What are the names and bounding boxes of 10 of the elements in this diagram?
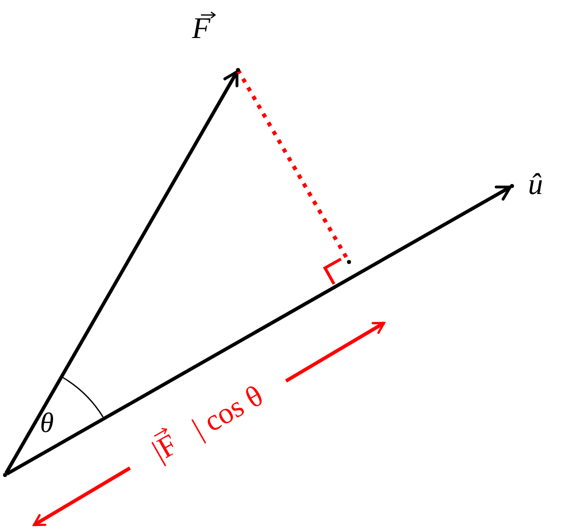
vector-point — [347, 260, 351, 264]
angle-label: θ — [40, 410, 54, 438]
vector-point — [3, 473, 7, 477]
vector-point — [510, 184, 514, 188]
vector-arrow — [4, 70, 239, 474]
projection-label: |F⃗| cos θ — [148, 380, 268, 468]
vector-point — [236, 68, 240, 72]
vector-arrow — [6, 185, 512, 476]
vector-label: û — [528, 170, 543, 200]
vector-label: F⃗ — [192, 14, 234, 44]
